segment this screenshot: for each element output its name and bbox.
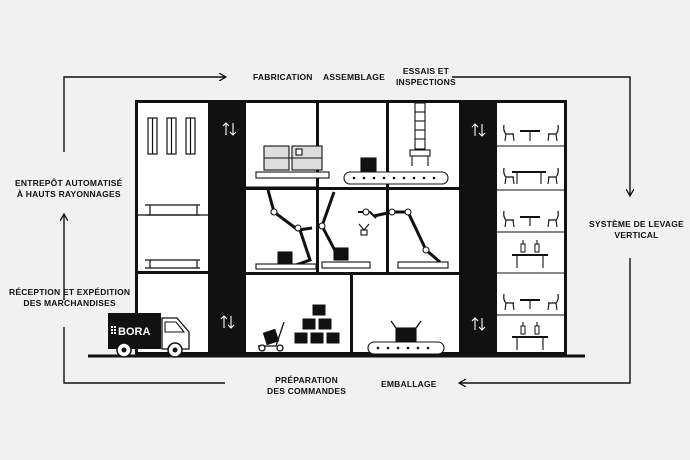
truck-brand: BORA [118, 326, 150, 338]
delivery-truck: BORA [108, 313, 190, 358]
label-emballage: EMBALLAGE [381, 379, 437, 389]
lift-arrows [220, 122, 486, 331]
picking-boxes [261, 303, 341, 347]
fabrication-machines [246, 145, 330, 270]
warehouse-racks [138, 117, 208, 269]
hand-trolley [258, 321, 285, 352]
packaging-line [367, 320, 445, 355]
bora-logo-mark [111, 326, 116, 334]
assembly-line [318, 157, 449, 269]
label-fabrication: FABRICATION [253, 72, 313, 82]
building [135, 100, 567, 355]
label-assemblage: ASSEMBLAGE [323, 72, 385, 82]
lift-floors [497, 124, 564, 350]
flow-loop [64, 77, 630, 383]
testing-robot [373, 102, 449, 269]
